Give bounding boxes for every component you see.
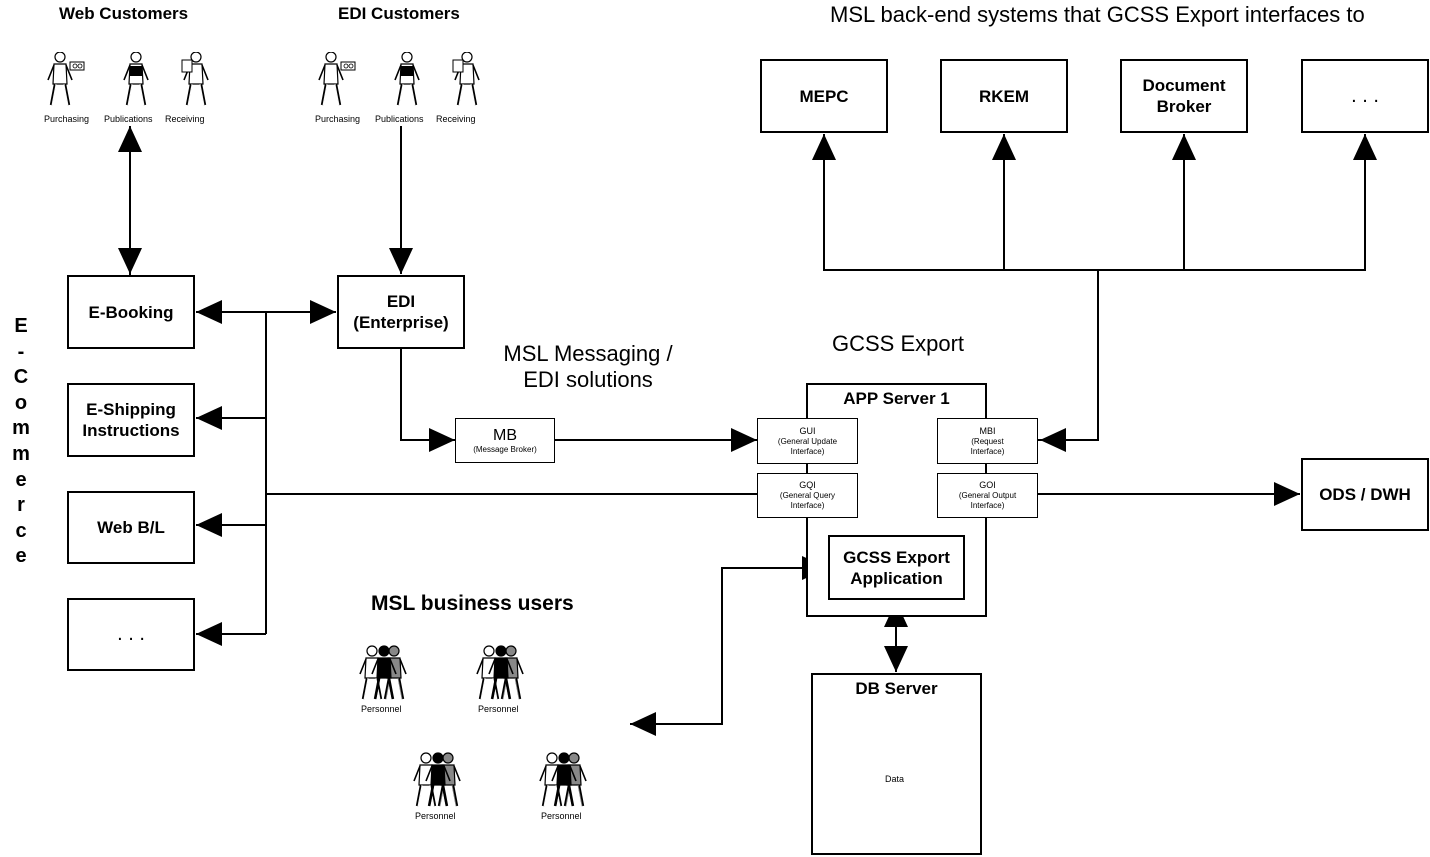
gcss-export-heading: GCSS Export [832,331,965,356]
arrowhead-more [196,622,222,646]
arrowhead-ebooking [196,300,222,324]
mepc-box[interactable]: MEPC [760,59,888,133]
mbi-subtitle: (Request Interface) [970,436,1005,456]
data-label: Data [885,774,905,784]
personnel-label: Personnel [478,704,519,714]
mbi-connector [1038,270,1099,441]
app-server-title: APP Server 1 [843,389,950,408]
goi-interface-box[interactable]: GOI (General Output Interface) [937,473,1038,518]
mbi-title: MBI [979,425,996,436]
ecommerce-more-box[interactable]: . . . [67,598,195,671]
arrowhead-mb [429,428,455,452]
arrowhead-edi-down [389,248,413,274]
web-role-label: Receiving [165,114,205,124]
arrowhead-web-up [118,126,142,152]
edi-enterprise-box[interactable]: EDI (Enterprise) [337,275,465,349]
mb-title: MB [493,427,517,444]
web-role-label: Publications [104,114,153,124]
personnel-figure-icon [413,752,461,807]
business-users-heading: MSL business users [371,592,574,615]
personnel-figure-icon [539,752,587,807]
edi-role-label: Purchasing [315,114,361,124]
personnel-label: Personnel [361,704,402,714]
message-broker-box[interactable]: MB (Message Broker) [455,418,555,463]
eshipping-box[interactable]: E-Shipping Instructions [67,383,195,457]
backend-bus [823,134,1366,271]
personnel-figure-icon [359,645,407,700]
arrowhead-web-down [118,248,142,274]
arrowhead-docbroker [1172,134,1196,160]
users-app-connector [630,567,828,725]
mb-subtitle: (Message Broker) [473,445,537,454]
ecommerce-vertical-label: E - C o m m e r c e [12,315,30,568]
gui-interface-box[interactable]: GUI (General Update Interface) [757,418,858,464]
edi-customer-figures [318,52,480,106]
edi-customers-heading: EDI Customers [338,4,460,23]
db-server-box[interactable]: DB Server [811,673,982,855]
web-bl-box[interactable]: Web B/L [67,491,195,564]
gqi-title: GQI [799,480,816,490]
gcss-application-box[interactable]: GCSS Export Application [828,535,965,600]
arrowhead-users [630,712,656,736]
arrowhead-eshipping [196,406,222,430]
arrowhead-db-down [884,646,908,672]
ods-dwh-box[interactable]: ODS / DWH [1301,458,1429,531]
edi-role-label: Publications [375,114,424,124]
gui-subtitle: (General Update Interface) [777,436,838,456]
personnel-figure-icon [476,645,524,700]
backend-more-box[interactable]: . . . [1301,59,1429,133]
backend-systems-heading: MSL back-end systems that GCSS Export in… [830,2,1365,27]
web-role-label: Purchasing [44,114,90,124]
ebooking-box[interactable]: E-Booking [67,275,195,349]
gui-title: GUI [799,425,816,436]
gqi-subtitle: (General Query Interface) [779,491,836,510]
edi-role-label: Receiving [436,114,476,124]
web-customers-heading: Web Customers [59,4,189,23]
arrowhead-ods [1274,482,1300,506]
goi-subtitle: (General Output Interface) [958,491,1017,510]
personnel-label: Personnel [541,811,582,821]
personnel-label: Personnel [415,811,456,821]
rkem-box[interactable]: RKEM [940,59,1068,133]
arrowhead-rkem [992,134,1016,160]
arrowhead-mbi [1040,428,1066,452]
arrowhead-backend-more [1353,134,1377,160]
edi-mb-connector [400,349,455,441]
arrowhead-webbl [196,513,222,537]
gqi-interface-box[interactable]: GQI (General Query Interface) [757,473,858,518]
arrowhead-gui [731,428,757,452]
web-customer-figures [47,52,209,106]
arrowhead-mepc [812,134,836,160]
db-server-title: DB Server [855,679,938,698]
goi-title: GOI [979,480,996,490]
document-broker-box[interactable]: Document Broker [1120,59,1248,133]
messaging-heading: MSL Messaging / EDI solutions [503,341,673,392]
mbi-interface-box[interactable]: MBI (Request Interface) [937,418,1038,464]
arrowhead-edi-enterprise [310,300,336,324]
